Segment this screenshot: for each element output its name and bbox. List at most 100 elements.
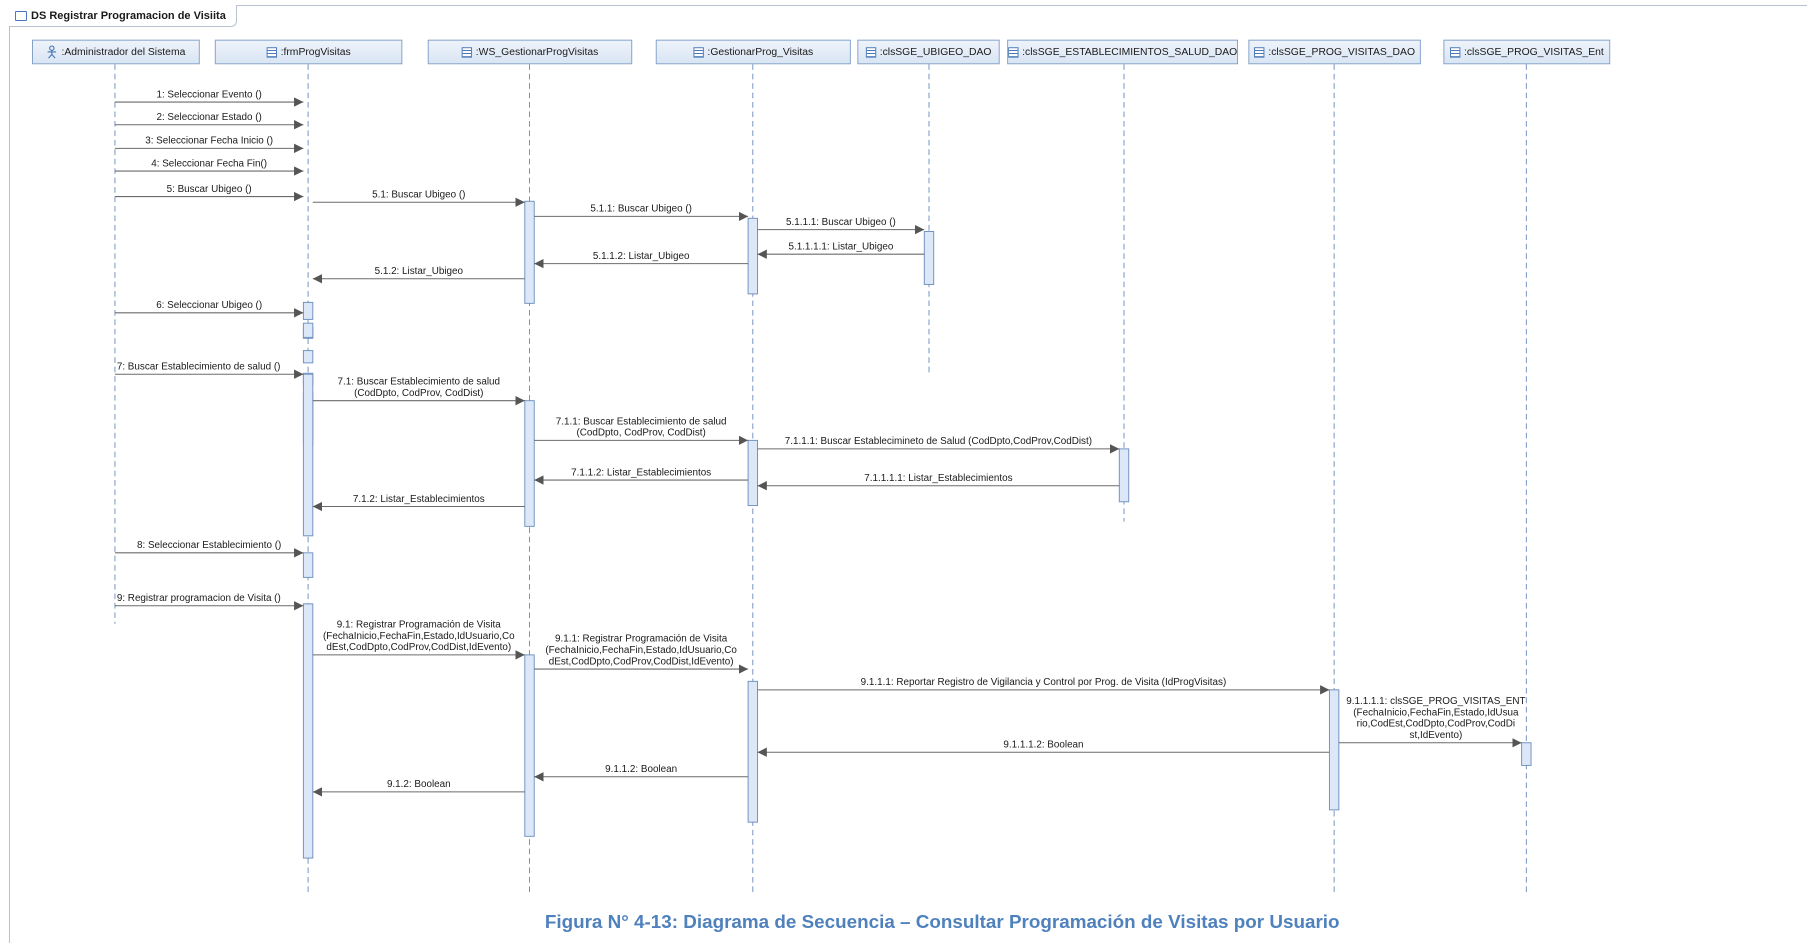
message-label-line: 9.1.1: Registrar Programación de Visita (555, 634, 728, 645)
lifeline-label: :clsSGE_PROG_VISITAS_DAO (1268, 46, 1416, 58)
message-label-line: (FechaInicio,FechaFin,Estado,IdUsua (1353, 707, 1519, 718)
message-label-line: 8: Seleccionar Establecimiento () (137, 540, 281, 551)
class-icon (461, 46, 473, 58)
activation-bar-estab (1118, 448, 1130, 503)
message-label: 1: Seleccionar Evento () (156, 89, 261, 100)
message-label-line: 7.1.1: Buscar Establecimiento de salud (556, 416, 727, 427)
activation-bar-frm (302, 322, 314, 338)
activation-bar-ws (524, 654, 535, 837)
activation-bar-ws (524, 200, 535, 304)
message-label-line: 9.1.1.1.1: clsSGE_PROG_VISITAS_ENT (1346, 696, 1525, 707)
message-label-line: 5.1.1: Buscar Ubigeo () (590, 204, 692, 215)
message-label-line: (FechaInicio,FechaFin,Estado,IdUsuario,C… (323, 631, 515, 642)
activation-bar-gest (747, 439, 758, 507)
activation-bar-ws (524, 400, 535, 527)
message-label: 7.1.1.1.1: Listar_Establecimientos (864, 473, 1012, 484)
class-icon (693, 46, 704, 58)
message-label-line: 9.1.2: Boolean (387, 779, 451, 790)
message-label: 4: Seleccionar Fecha Fin() (151, 158, 267, 169)
lifeline-head-frm: :frmProgVisitas (214, 39, 403, 65)
message-label-line: dEst,CodDpto,CodProv,CodDist,IdEvento) (326, 642, 511, 653)
message-label: 9.1.1: Registrar Programación de Visita(… (545, 634, 737, 668)
message-label: 5.1.1.1.1: Listar_Ubigeo (788, 241, 893, 252)
lifeline-label: :clsSGE_UBIGEO_DAO (879, 46, 992, 58)
message-label-line: 9.1.1.1.2: Boolean (1003, 739, 1083, 750)
message-label-line: 3: Seleccionar Fecha Inicio () (145, 136, 273, 147)
lifeline-head-ws: :WS_GestionarProgVisitas (427, 39, 633, 65)
message-label: 5.1.2: Listar_Ubigeo (375, 266, 464, 277)
activation-bar-frm (302, 350, 314, 364)
activation-bar-ubigeo (923, 231, 935, 285)
actor-icon (47, 45, 57, 59)
message-label-line: 7.1.1.1: Buscar Establecimineto de Salud… (785, 436, 1092, 447)
lifeline-head-gest: :GestionarProg_Visitas (655, 39, 851, 65)
message-label-line: (FechaInicio,FechaFin,Estado,IdUsuario,C… (545, 645, 737, 656)
message-label-line: st,IdEvento) (1410, 730, 1463, 741)
message-label-line: 5.1: Buscar Ubigeo () (372, 189, 465, 200)
class-icon (1449, 46, 1461, 58)
message-label: 7.1.1.2: Listar_Establecimientos (571, 467, 711, 478)
class-icon (1254, 46, 1265, 58)
message-label: 6: Seleccionar Ubigeo () (156, 300, 262, 311)
activation-bar-frm (302, 301, 314, 320)
lifeline-head-progent: :clsSGE_PROG_VISITAS_Ent (1443, 39, 1611, 65)
message-label-line: 7: Buscar Establecimiento de salud () (117, 361, 281, 372)
message-label-line: 7.1.1.1.1: Listar_Establecimientos (864, 473, 1012, 484)
diagram-icon (15, 10, 27, 21)
message-label: 7.1.1.1: Buscar Establecimineto de Salud… (785, 436, 1092, 447)
activation-bar-frm (302, 603, 314, 859)
message-label-line: 9: Registrar programacion de Visita () (117, 593, 281, 604)
message-label: 9.1.1.1.2: Boolean (1003, 739, 1083, 750)
lifeline-label: :clsSGE_ESTABLECIMIENTOS_SALUD_DAO (1022, 46, 1238, 58)
lifeline-label: :WS_GestionarProgVisitas (475, 46, 599, 58)
lifeline-head-actor: :Administrador del Sistema (32, 39, 200, 65)
message-label: 5.1.1.1: Buscar Ubigeo () (786, 217, 896, 228)
message-label: 3: Seleccionar Fecha Inicio () (145, 136, 273, 147)
message-label-line: (CodDpto, CodProv, CodDist) (354, 388, 483, 399)
message-label: 5.1: Buscar Ubigeo () (372, 189, 465, 200)
message-label: 9.1: Registrar Programación de Visita(Fe… (323, 619, 515, 653)
message-label: 2: Seleccionar Estado () (156, 112, 261, 123)
message-label: 7.1.1: Buscar Establecimiento de salud(C… (556, 416, 727, 438)
message-label-line: 4: Seleccionar Fecha Fin() (151, 158, 267, 169)
figure-caption: Figura N° 4-13: Diagrama de Secuencia – … (544, 912, 1340, 933)
message-label-line: 7.1: Buscar Establecimiento de salud (338, 377, 501, 388)
activation-bar-frm (302, 552, 314, 578)
lifeline-label: :Administrador del Sistema (61, 46, 186, 58)
message-label-line: 9.1.1.2: Boolean (605, 764, 677, 775)
message-label-line: rio,CodEst,CodDpto,CodProv,CodDi (1357, 719, 1515, 730)
message-label-line: 7.1.2: Listar_Establecimientos (353, 494, 485, 505)
activation-bar-frm (302, 373, 314, 537)
lifeline-head-estab: :clsSGE_ESTABLECIMIENTOS_SALUD_DAO (1007, 39, 1239, 65)
message-label: 7.1: Buscar Establecimiento de salud(Cod… (338, 377, 501, 399)
activation-bar-gest (747, 217, 758, 295)
message-label: 9.1.1.2: Boolean (605, 764, 677, 775)
message-label: 7.1.2: Listar_Establecimientos (353, 494, 485, 505)
message-label-line: 5: Buscar Ubigeo () (167, 184, 252, 195)
lifeline-head-ubigeo: :clsSGE_UBIGEO_DAO (857, 39, 1000, 65)
message-label: 5.1.1: Buscar Ubigeo () (590, 204, 692, 215)
message-label: 9: Registrar programacion de Visita () (117, 593, 281, 604)
message-label-line: 6: Seleccionar Ubigeo () (156, 300, 262, 311)
message-label-line: dEst,CodDpto,CodProv,CodDist,IdEvento) (549, 656, 734, 667)
message-label-line: 5.1.1.1: Buscar Ubigeo () (786, 217, 896, 228)
class-icon (865, 46, 876, 58)
message-label-line: 1: Seleccionar Evento () (156, 89, 261, 100)
message-label: 9.1.1.1: Reportar Registro de Vigilancia… (861, 677, 1227, 688)
activation-bar-gest (747, 680, 758, 823)
activation-bar-progent (1521, 742, 1532, 766)
diagram-title-tab: DS Registrar Programacion de Visiita (9, 5, 237, 27)
message-label-line: 9.1.1.1: Reportar Registro de Vigilancia… (861, 677, 1227, 688)
message-label: 7: Buscar Establecimiento de salud () (117, 361, 281, 372)
message-label-line: (CodDpto, CodProv, CodDist) (576, 428, 705, 439)
message-label: 9.1.2: Boolean (387, 779, 451, 790)
class-icon (266, 46, 277, 58)
message-label-line: 7.1.1.2: Listar_Establecimientos (571, 467, 711, 478)
message-label-line: 2: Seleccionar Estado () (156, 112, 261, 123)
diagram-title: DS Registrar Programacion de Visiita (31, 9, 226, 22)
message-label-line: 9.1: Registrar Programación de Visita (337, 619, 501, 630)
message-label: 5: Buscar Ubigeo () (167, 184, 252, 195)
message-label-line: 5.1.1.2: Listar_Ubigeo (593, 251, 690, 262)
class-icon (1008, 46, 1019, 58)
